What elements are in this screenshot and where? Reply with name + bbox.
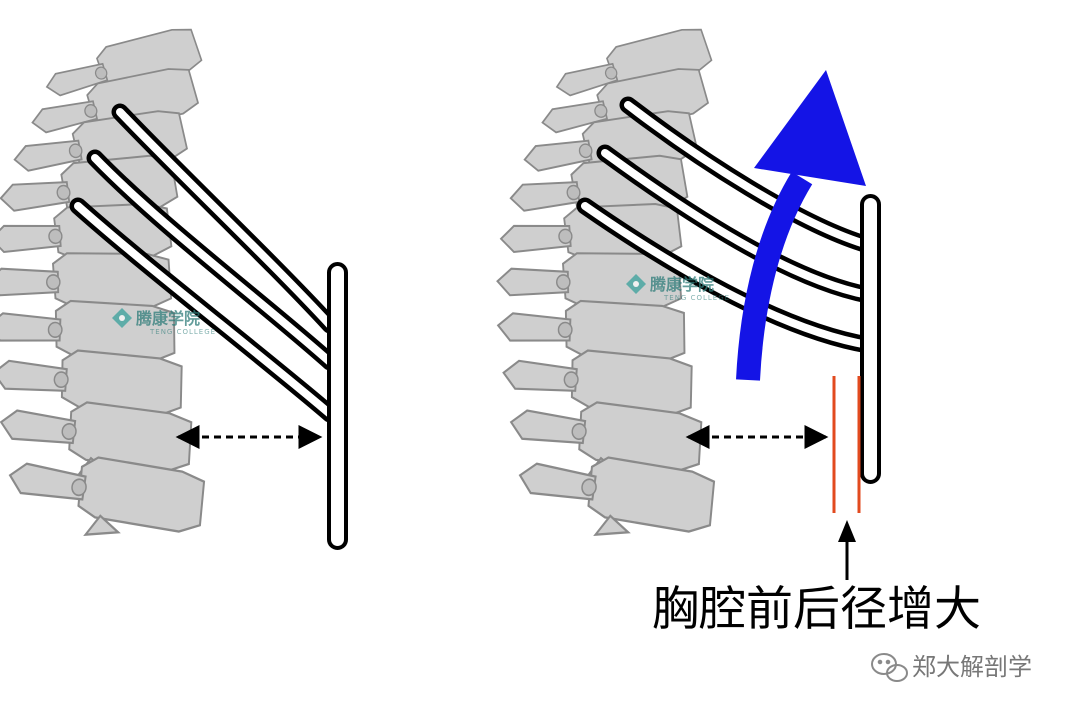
watermark-sub-left: TENG COLLEGE: [150, 328, 217, 336]
watermark-name-left: 腾康学院: [136, 309, 201, 328]
watermark-name-right: 腾康学院: [650, 275, 715, 294]
watermark-sub-right: TENG COLLEGE: [664, 294, 731, 302]
left-ribs: [69, 103, 339, 423]
caption-pointer-arrow: [838, 520, 856, 580]
right-sternum: [860, 194, 881, 484]
wechat-icon: [871, 653, 908, 682]
college-logo-icon-right: [626, 274, 646, 294]
blue-lift-arrow: [736, 70, 866, 381]
source-label: 郑大解剖学: [912, 653, 1032, 681]
caption-ap-diameter-increase: 胸腔前后径增大: [652, 582, 981, 637]
left-sternum: [327, 262, 348, 550]
college-logo-icon: [112, 308, 132, 328]
right-ribs: [576, 96, 877, 354]
